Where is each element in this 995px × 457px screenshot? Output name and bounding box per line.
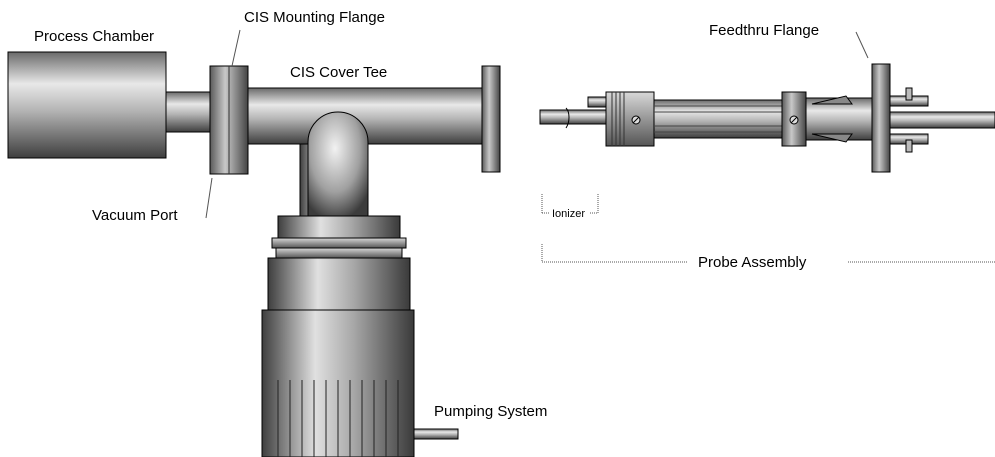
ionizer-block [587, 91, 655, 147]
probe-assembly-label: Probe Assembly [698, 254, 807, 271]
vacuum-port-label: Vacuum Port [92, 207, 178, 224]
pump-body [261, 309, 415, 457]
cis-cover-tee [247, 65, 501, 217]
process-chamber [7, 51, 167, 159]
leader-lines [205, 29, 995, 263]
cis-cover-tee-label: CIS Cover Tee [290, 64, 387, 81]
probe-clamp [781, 91, 807, 147]
pump-collar [267, 215, 411, 311]
pumping-system-label: Pumping System [434, 403, 547, 420]
probe-rods [653, 99, 783, 139]
process-chamber-label: Process Chamber [34, 28, 154, 45]
probe-inner-tubes [805, 95, 873, 143]
probe-dome [307, 111, 369, 217]
vacuum-port-tube [165, 91, 211, 133]
cis-mounting-flange-label: CIS Mounting Flange [244, 9, 385, 26]
feedthru-flange [871, 63, 891, 173]
pumping-outlet-pipe [413, 428, 459, 440]
feedthru-flange-label: Feedthru Flange [709, 22, 819, 39]
ionizer-label: Ionizer [552, 208, 585, 220]
cis-mounting-flange [209, 65, 249, 175]
feedthru-connectors [889, 87, 995, 153]
probe-shaft [539, 107, 611, 129]
